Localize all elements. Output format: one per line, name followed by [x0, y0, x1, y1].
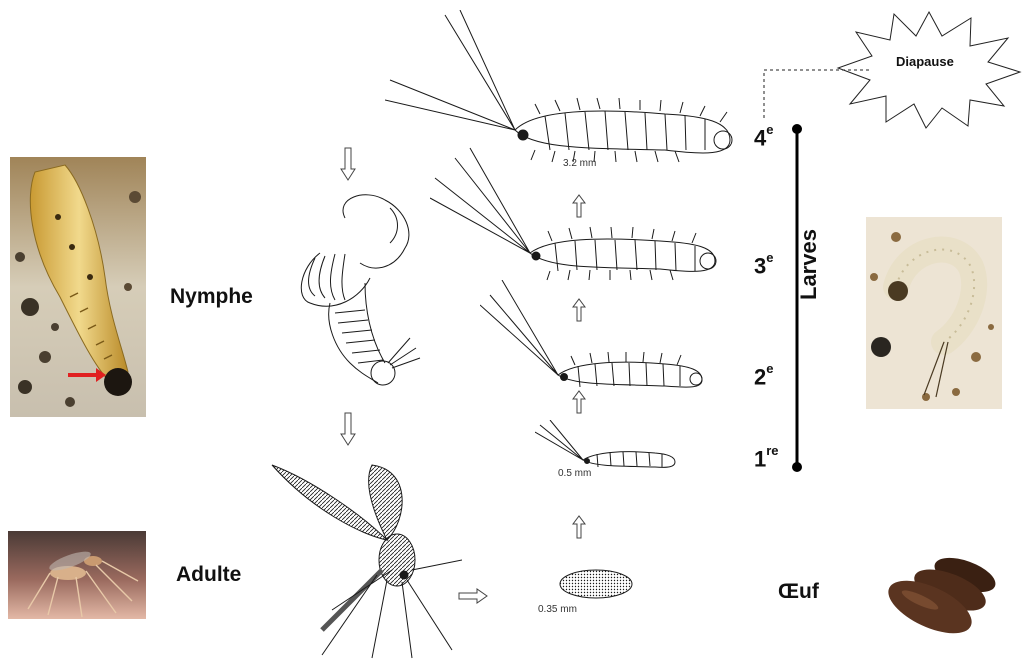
diapause-label: Diapause [896, 54, 954, 69]
adult-photo [8, 531, 146, 619]
pupa-photo [10, 157, 146, 417]
arrow-up-icon [572, 298, 586, 322]
measure-l1: 0.5 mm [558, 468, 591, 479]
stage-label-3: 3e [754, 253, 773, 279]
arrow-up-icon [572, 390, 586, 414]
diapause-connector [760, 64, 880, 120]
stage-label-4: 4e [754, 125, 773, 151]
adult-drawing [262, 460, 462, 660]
arrow-down-icon [340, 147, 356, 181]
adulte-label: Adulte [176, 563, 241, 587]
nymphe-label: Nymphe [170, 285, 253, 309]
larva-l2-drawing [480, 280, 710, 390]
arrow-up-icon [572, 194, 586, 218]
measure-l4: 3.2 mm [563, 158, 596, 169]
egg-photo [860, 545, 1002, 645]
stage-label-1: 1re [754, 446, 779, 472]
larves-label: Larves [796, 180, 822, 300]
larva-l1-drawing [535, 420, 680, 475]
egg-drawing [556, 564, 636, 604]
pupa-drawing [290, 188, 430, 403]
stage-label-2: 2e [754, 364, 773, 390]
arrow-down-icon [340, 412, 356, 446]
oeuf-label: Œuf [778, 580, 819, 604]
measure-egg: 0.35 mm [538, 604, 577, 615]
larva-photo [866, 217, 1002, 409]
arrow-up-icon [572, 515, 586, 539]
arrow-right-icon [458, 588, 488, 604]
